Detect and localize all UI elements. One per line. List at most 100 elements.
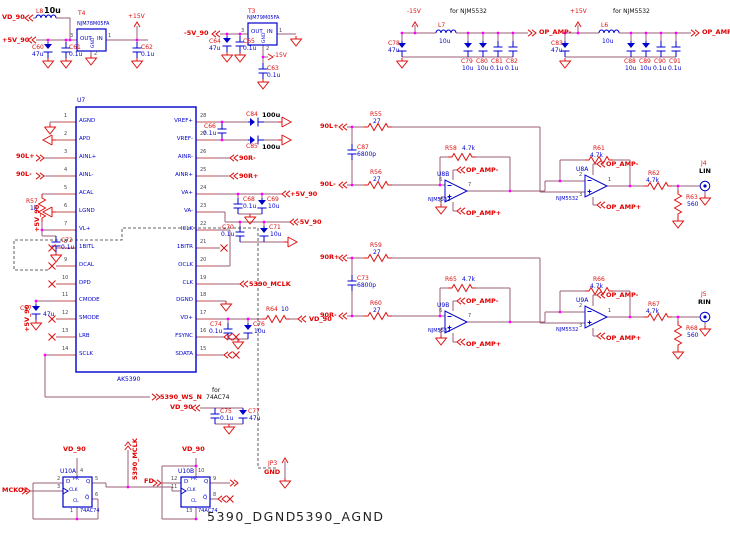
pin-number: 27 [200, 131, 207, 137]
resistor-r58 [447, 153, 477, 161]
part-name: 74AC74 [198, 508, 218, 514]
ground-icon [50, 251, 62, 263]
regulator-t3-body [247, 22, 278, 46]
pin-name: CLK [187, 488, 196, 493]
net-label: FD [144, 477, 154, 485]
ref-des: R62 [648, 170, 660, 177]
capacitor-c71 [259, 225, 269, 243]
ref-des: U9B [437, 302, 450, 309]
pin-name: Q̄ [203, 495, 208, 501]
pin-number: 8 [213, 492, 217, 498]
inductor-l8 [35, 14, 57, 19]
ref-des: C75 [220, 408, 232, 415]
pin-name: IN [97, 36, 103, 42]
ground-icon [435, 334, 447, 346]
pin-name: LRB [79, 333, 90, 339]
value-label: 10u [625, 65, 637, 72]
jack-lin [699, 180, 711, 192]
pin-number: 5 [95, 476, 99, 482]
ground-icon [44, 123, 56, 135]
ground-icon [221, 51, 233, 63]
pin-name: D [66, 479, 71, 485]
value-label: 1k [30, 205, 38, 212]
pin-number: 5 [64, 185, 68, 191]
ref-des: L6 [601, 22, 609, 29]
ref-des: U8A [576, 166, 589, 173]
value-label: 47u [209, 45, 221, 52]
value-label: 4.7k [590, 283, 604, 290]
pin-number: 2 [266, 46, 270, 52]
value-label: 4.7k [590, 152, 604, 159]
ref-des: C71 [269, 224, 281, 231]
ref-des: C60 [32, 44, 44, 51]
ground-icon [699, 325, 711, 337]
ground-icon [672, 217, 684, 229]
ref-des: R56 [370, 169, 382, 176]
flipflop-u10a-body [62, 476, 93, 508]
pin-number: 7 [64, 221, 68, 227]
ground-icon [131, 57, 143, 69]
value-label: 10u [268, 203, 280, 210]
pin-number: 28 [200, 113, 207, 119]
value-label: 10u [477, 65, 489, 72]
jack-rin [699, 311, 711, 323]
ref-des: R60 [370, 300, 382, 307]
pin-name: AINR- [177, 154, 193, 160]
ground-icon [220, 300, 232, 312]
pin-number: 1 [608, 308, 612, 314]
net-label: VD_90 [309, 315, 332, 323]
net-arrow-icon [690, 29, 700, 37]
net-label: +5V_90 [290, 190, 318, 198]
pin-number: 2 [579, 303, 583, 309]
pin-number: 15 [200, 346, 207, 352]
regulator-t4-body [76, 28, 107, 52]
no-connect-icon [48, 333, 56, 341]
capacitor-c64 [222, 35, 232, 53]
port-label: RIN [698, 298, 711, 306]
ground-icon [60, 57, 72, 69]
part-name: NJM5532 [556, 196, 579, 202]
ref-des: U8B [437, 171, 450, 178]
ref-des: C83 [551, 40, 563, 47]
ref-des: C80 [476, 58, 488, 65]
pin-name: Q̄ [85, 495, 90, 501]
capacitor-c80 [478, 40, 488, 58]
clk-wedge-icon [62, 487, 187, 495]
net-label: OP_AMP+ [466, 340, 502, 348]
ic-pin-stubs [56, 121, 216, 356]
pin-name: 1BITR [176, 244, 193, 250]
pin-number: 1 [279, 28, 283, 34]
net-label: OP_AMP- [539, 28, 572, 36]
capacitor-c91 [671, 40, 681, 58]
net-symbols [21, 14, 711, 503]
pin-name: GND [262, 32, 267, 43]
junction-dots [34, 31, 680, 521]
net-arrow-icon [281, 190, 291, 198]
pin-name: VREF- [176, 136, 193, 142]
ref-des: C69 [267, 196, 279, 203]
ref-des: C82 [506, 58, 518, 65]
wire [347, 126, 706, 212]
capacitor-c77 [238, 407, 248, 425]
value-label: 0.1u [490, 65, 504, 72]
net-label: VD_90 [2, 13, 25, 21]
value-label: 4.7k [646, 177, 660, 184]
ref-des: R61 [593, 145, 605, 152]
ref-des: R65 [445, 276, 457, 283]
opamp-u8a [584, 174, 608, 198]
pin-name: OUT [251, 29, 263, 35]
pin-name: CLK [182, 280, 193, 286]
value-label: 10u [44, 6, 61, 15]
ref-des: C91 [669, 58, 681, 65]
net-label: 90R+ [239, 172, 259, 180]
net-label: VD_90 [63, 445, 86, 453]
net-label: 5390_MCLK [131, 438, 139, 480]
pin-number: 8 [64, 239, 68, 245]
pin-name: SMODE [79, 315, 100, 321]
pin-number: 19 [200, 275, 207, 281]
pin-number: 2 [94, 51, 98, 57]
inductor-l6 [598, 29, 620, 34]
inductor-l7 [435, 29, 457, 34]
pin-name: 1BITL [79, 244, 95, 250]
net-arrow-icon [338, 254, 348, 262]
